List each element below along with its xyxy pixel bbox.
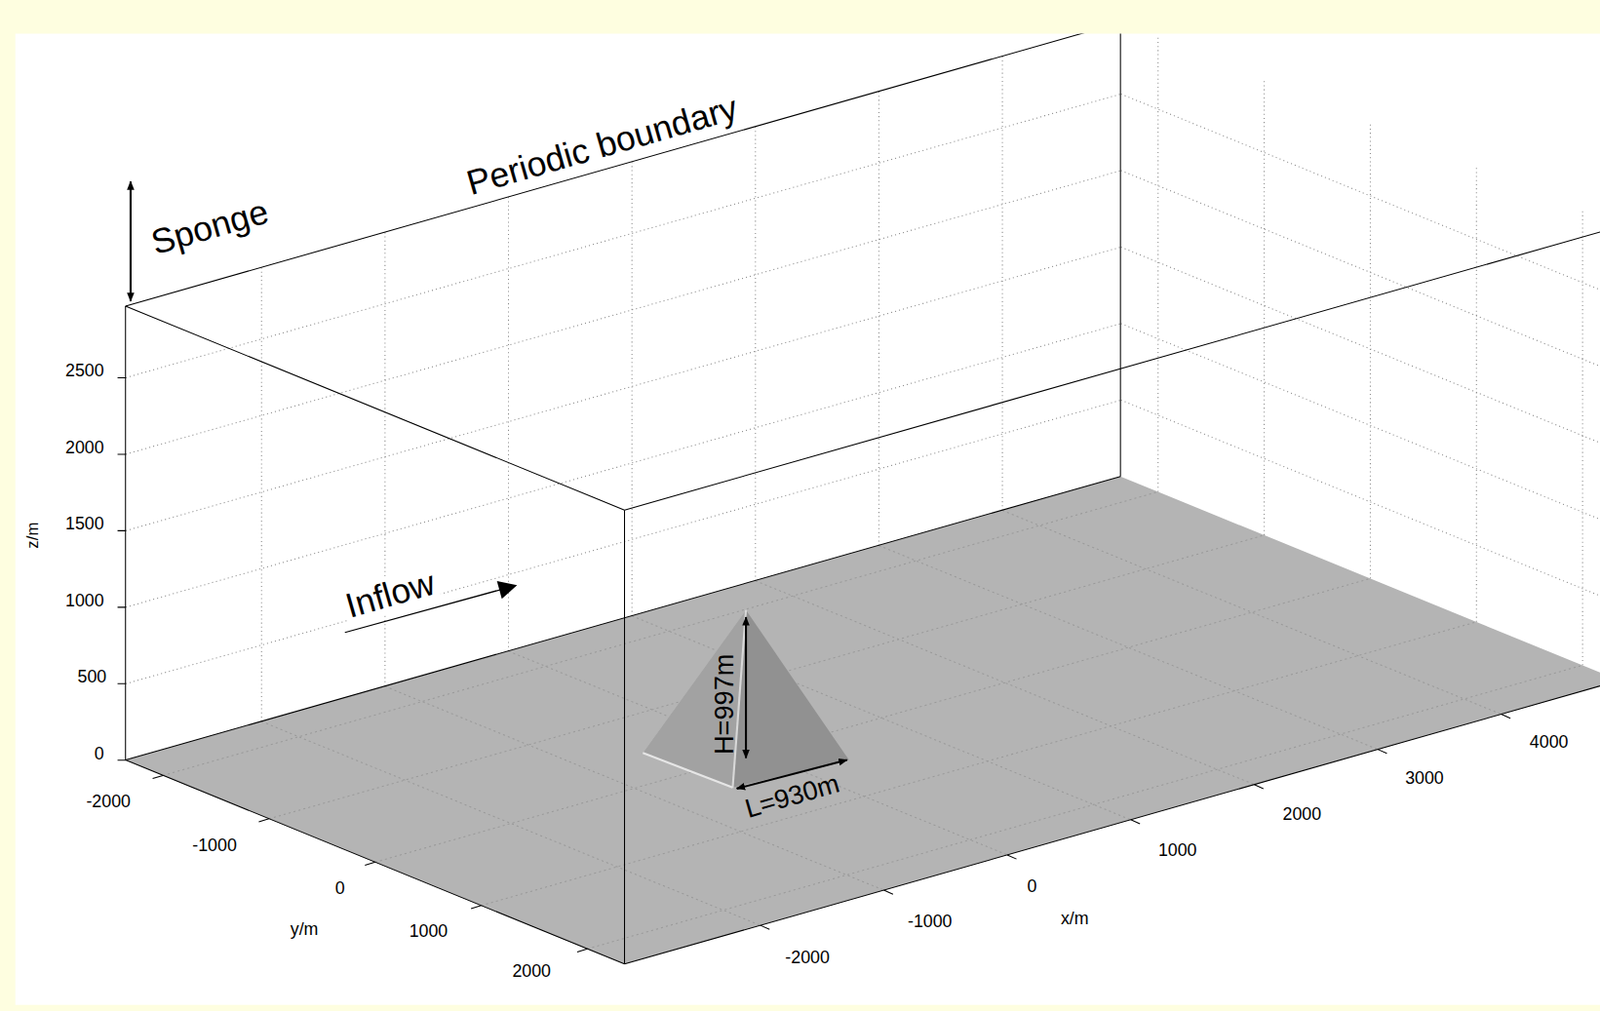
tick-mark (117, 683, 126, 685)
tick-label: 500 (78, 667, 108, 688)
tick-mark (1131, 819, 1140, 824)
dimension-arrows (130, 181, 848, 789)
grid-line (125, 323, 1122, 608)
grid-line (125, 170, 1122, 455)
tick-mark (117, 759, 126, 761)
tick-label: 4000 (1529, 733, 1569, 753)
grid-line (1121, 246, 1600, 451)
tick-label: -2000 (85, 792, 131, 813)
tick-mark (883, 890, 893, 895)
grid-line (1369, 124, 1371, 580)
tick-label: -1000 (907, 912, 953, 933)
tick-mark (470, 905, 481, 909)
grid-line (878, 91, 880, 547)
grid-line (1121, 93, 1600, 298)
tick-label: 1000 (65, 590, 105, 611)
grid-line (125, 399, 1122, 684)
grid-line (754, 126, 756, 582)
tick-label: 0 (94, 743, 105, 764)
tick-label: 0 (335, 878, 346, 898)
tick-label: 0 (1026, 876, 1037, 897)
height-dimension: H=997m (708, 653, 739, 755)
grid-line (507, 196, 509, 652)
domain-box (125, 34, 1600, 965)
grid-line (631, 161, 633, 617)
tick-label: 1000 (409, 921, 449, 941)
grid-line (261, 267, 263, 722)
grid-line (1157, 38, 1159, 493)
axis-title: y/m (290, 919, 319, 939)
tick-mark (1007, 855, 1016, 859)
grid-line (375, 578, 1371, 862)
tick-label: 2000 (1283, 805, 1323, 825)
grid-line (1121, 399, 1600, 604)
tick-mark (117, 453, 126, 455)
grid-line (384, 232, 386, 687)
axis-title: z/m (23, 522, 41, 549)
axis-ticks (117, 377, 1512, 952)
grid-line (1582, 211, 1584, 666)
tick-mark (1253, 784, 1263, 789)
grid-line (1263, 80, 1265, 536)
grid-line (1002, 510, 1502, 715)
height-arrow (744, 617, 747, 758)
tick-label: 2000 (511, 962, 551, 982)
grid-line (1121, 323, 1600, 528)
grid-line (125, 246, 1122, 531)
tick-label: 2000 (65, 437, 105, 458)
tick-mark (117, 606, 126, 608)
tick-label: 1000 (1158, 841, 1198, 861)
ground-plane (125, 476, 1600, 965)
sponge-arrow (129, 181, 132, 301)
tick-mark (364, 861, 375, 865)
tick-mark (1377, 749, 1387, 754)
tick-mark (117, 530, 126, 532)
tick-mark (117, 377, 126, 379)
pyramid (642, 610, 849, 788)
grid-line (1121, 170, 1600, 375)
tick-label: -1000 (192, 836, 237, 857)
tick-mark (577, 948, 587, 952)
tick-mark (760, 925, 770, 930)
tick-label: 1500 (65, 514, 105, 535)
axis-title: x/m (1060, 909, 1090, 930)
grid-line (878, 546, 1378, 750)
tick-mark (1501, 714, 1511, 719)
tick-label: 2500 (65, 361, 105, 382)
tick-label: -2000 (784, 948, 830, 969)
grid-line (1002, 56, 1004, 511)
tick-label: 3000 (1404, 768, 1444, 788)
grid-lines (125, 38, 1600, 950)
grid-line (1476, 167, 1478, 623)
tick-mark (153, 775, 163, 779)
tick-mark (258, 819, 269, 822)
